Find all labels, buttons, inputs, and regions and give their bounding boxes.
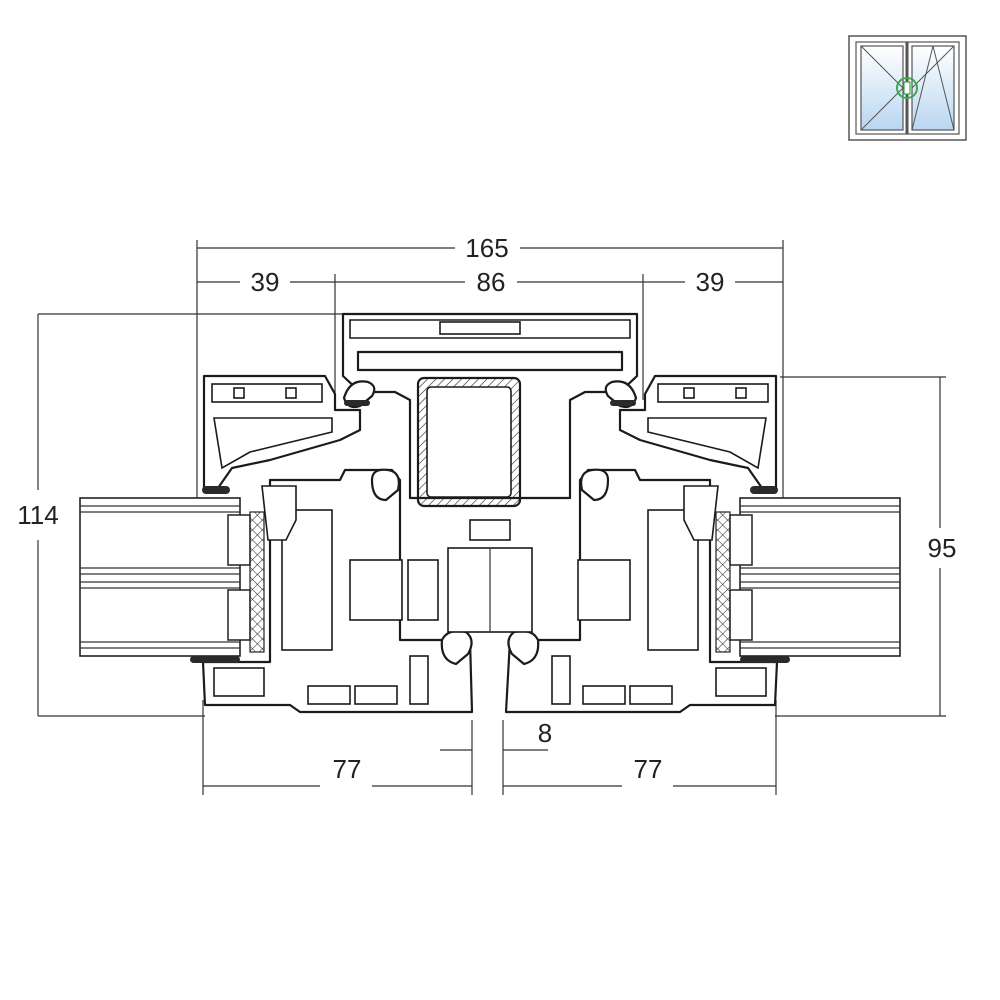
dim-left-frame: 39 [251,267,280,297]
right-frame-profile [618,374,778,494]
dim-gap: 8 [538,718,552,748]
dim-total-width: 165 [465,233,508,263]
dim-right-frame: 39 [696,267,725,297]
dim-left-sash: 77 [333,754,362,784]
dim-mullion: 86 [477,267,506,297]
center-sash-meeting [447,519,533,633]
dim-sash-height: 95 [928,533,957,563]
dimension-lines [37,240,946,795]
left-frame-profile [202,374,362,494]
mullion-profile [341,312,639,508]
glazing-right [715,497,901,657]
left-sash-profile [190,468,474,714]
glazing-left [79,497,265,657]
double-casement-window-icon [848,35,967,141]
dim-right-sash: 77 [634,754,663,784]
dim-total-height: 114 [17,500,58,530]
